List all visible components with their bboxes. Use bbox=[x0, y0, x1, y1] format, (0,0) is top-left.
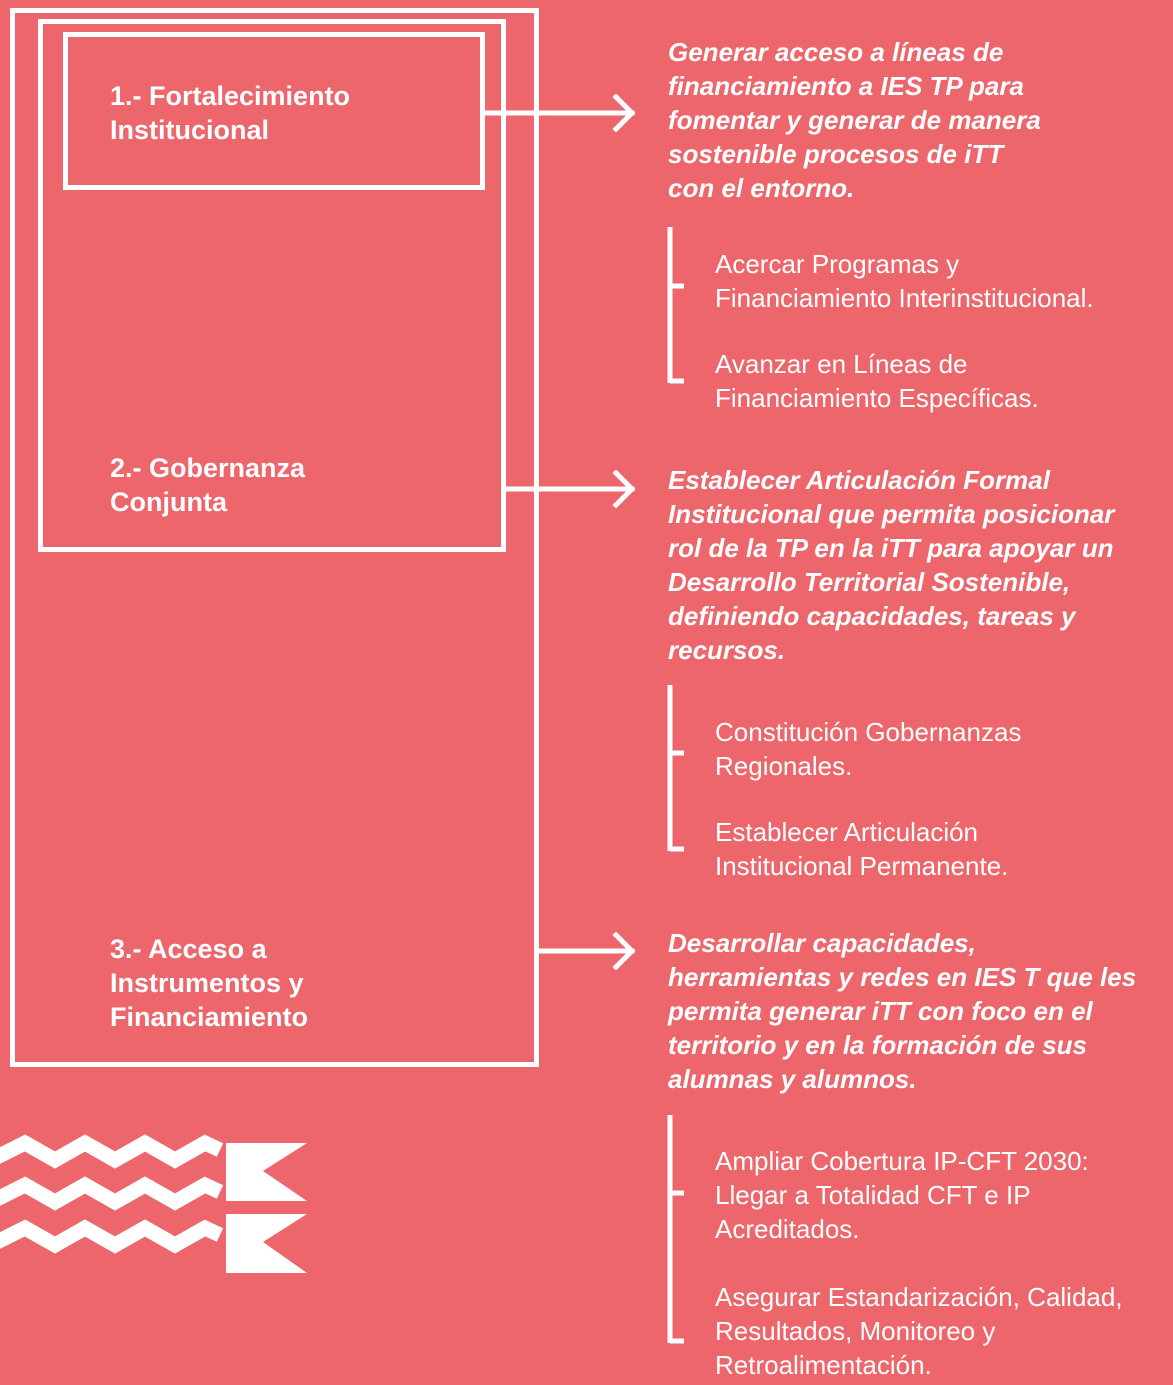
bracket-2 bbox=[667, 685, 684, 852]
bracket-3 bbox=[667, 1115, 684, 1344]
wave-flag-logo-icon bbox=[0, 1134, 307, 1273]
action-item: Asegurar Estandarización, Calidad,Result… bbox=[715, 1282, 1123, 1380]
pillar-3-frame bbox=[10, 8, 539, 1067]
arrow-3 bbox=[536, 931, 636, 971]
bracket-1 bbox=[667, 227, 684, 384]
objective-3-text: Desarrollar capacidades,herramientas y r… bbox=[668, 928, 1137, 1094]
action-item: Ampliar Cobertura IP-CFT 2030:Llegar a T… bbox=[715, 1146, 1089, 1244]
arrow-2 bbox=[503, 469, 636, 509]
pillar-2-frame bbox=[38, 19, 506, 552]
arrow-1 bbox=[482, 93, 636, 133]
